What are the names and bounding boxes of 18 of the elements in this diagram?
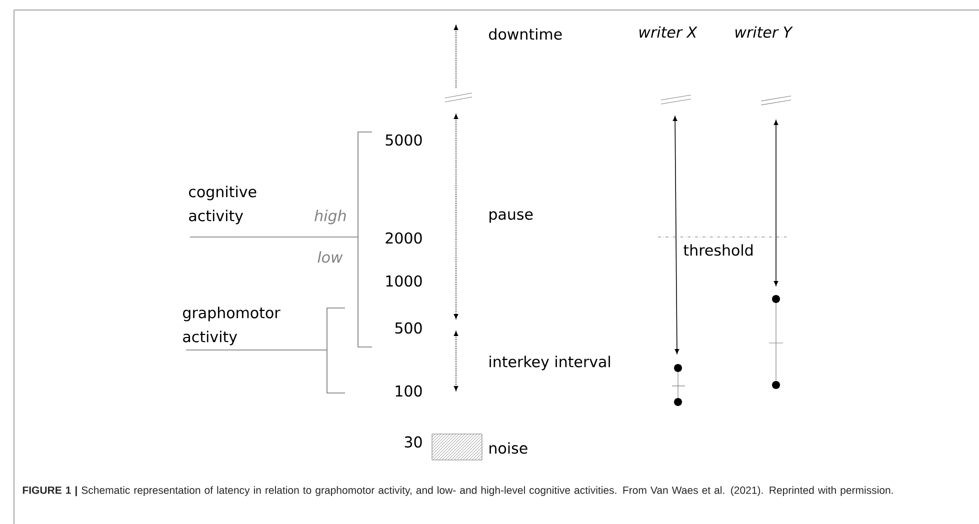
threshold-label: threshold bbox=[684, 244, 752, 256]
scale-label: noise bbox=[490, 442, 528, 454]
scale-label: downtime bbox=[489, 28, 562, 40]
tick-value: 5000 bbox=[386, 134, 422, 146]
scale-label: pause bbox=[490, 211, 533, 223]
column-heading: writer Y bbox=[735, 26, 793, 38]
tick-value: 100 bbox=[396, 385, 422, 397]
scale-label: interkey interval bbox=[490, 356, 610, 370]
tick-value: 30 bbox=[404, 436, 422, 448]
level-label: high bbox=[314, 210, 346, 224]
activity-label: graphomotor activity bbox=[183, 306, 280, 346]
level-label: low bbox=[318, 251, 343, 263]
tick-value: 2000 bbox=[386, 232, 422, 244]
activity-label: cognitive activity bbox=[189, 186, 256, 224]
tick-value: 500 bbox=[395, 322, 422, 334]
caption: FIGURE 1 | Schematic representation of latency in relation to graphomotor activity, and low- and high-level cognitive activities. From Van Waes et al. (2021). Reprinted with permission. bbox=[22, 486, 893, 496]
tick-value: 1000 bbox=[386, 275, 422, 287]
column-heading: writer X bbox=[639, 26, 698, 38]
